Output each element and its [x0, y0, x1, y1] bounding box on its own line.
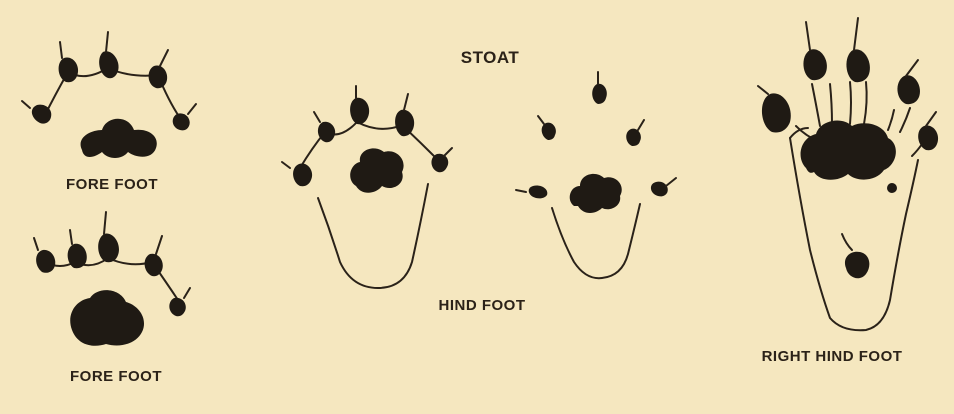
hind-foot-label: HIND FOOT [439, 297, 526, 314]
toe-pad [169, 298, 185, 317]
toe-pad [529, 186, 548, 199]
fore-foot-label-lower: FORE FOOT [70, 368, 162, 385]
claw [666, 178, 676, 186]
toe-pad [542, 123, 556, 140]
heel-outline [552, 204, 640, 278]
claw [906, 60, 918, 76]
hind-foot-print-left [282, 86, 452, 288]
toe-pad [293, 163, 312, 186]
main-pad [70, 290, 144, 346]
toe-pad [36, 250, 55, 273]
claw [22, 101, 30, 108]
toe-pad [395, 110, 414, 136]
claw [104, 212, 106, 234]
claw [404, 94, 408, 110]
fore-foot-upper-print [22, 32, 196, 158]
claw [758, 86, 768, 94]
claw [34, 238, 38, 250]
main-pad [801, 120, 896, 179]
toe-pad [651, 182, 668, 197]
claw [538, 116, 544, 124]
toe-pad [173, 113, 190, 130]
claw [188, 104, 196, 114]
toe-pad [626, 129, 641, 146]
claw [806, 22, 810, 50]
claw [156, 236, 162, 254]
fore-foot-lower-print [34, 212, 190, 346]
toe-pad [846, 49, 869, 82]
right-hind-foot-label: RIGHT HIND FOOT [762, 348, 903, 365]
toe-pad [98, 234, 119, 263]
heel-outline [318, 184, 428, 288]
right-hind-foot-print [758, 18, 938, 330]
hind-foot-print-right [516, 72, 676, 278]
pad-spot [887, 183, 897, 193]
fore-foot-label-upper: FORE FOOT [66, 176, 158, 193]
toe-pad [99, 51, 118, 78]
toe-pad [68, 244, 87, 268]
toe-pad [803, 49, 826, 80]
claw [444, 148, 452, 156]
toe-pad [149, 65, 168, 88]
toe-pad [145, 254, 163, 277]
claw [854, 18, 858, 50]
toe-pad [762, 93, 791, 132]
claw [516, 190, 526, 192]
diagram-title: STOAT [461, 48, 520, 68]
toe-pad [431, 154, 448, 173]
main-pad [350, 148, 403, 192]
claw [160, 50, 168, 66]
toe-pad [592, 84, 607, 104]
claw [926, 112, 936, 126]
claw [638, 120, 644, 130]
toe-pad [897, 75, 920, 104]
claw [314, 112, 320, 122]
claw [106, 32, 108, 52]
main-pad [81, 119, 157, 158]
claw [184, 288, 190, 298]
main-pad [570, 174, 622, 213]
toe-pad [350, 98, 369, 124]
claw [282, 162, 290, 168]
claw [60, 42, 62, 58]
toe-pad [59, 57, 78, 82]
claw [70, 230, 72, 244]
heel-pad [845, 252, 869, 279]
